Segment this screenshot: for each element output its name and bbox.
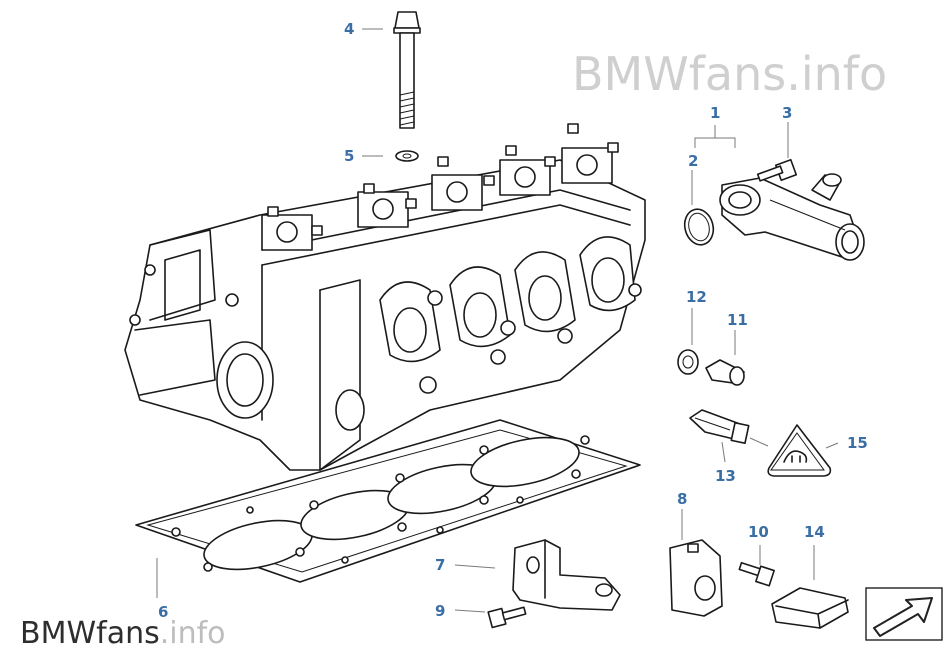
watermark-bottom-suffix: .info — [160, 616, 226, 651]
cylinder-head — [124, 123, 646, 471]
callout-7: 7 — [435, 556, 445, 574]
watermark-bottom: BMWfans.info — [20, 616, 226, 651]
callout-11: 11 — [727, 311, 748, 329]
callout-5: 5 — [344, 147, 354, 165]
seal-ring — [677, 349, 699, 375]
callout-2: 2 — [688, 152, 698, 170]
temperature-sensor — [689, 409, 750, 445]
next-page-button[interactable] — [865, 587, 943, 641]
callout-3: 3 — [782, 104, 792, 122]
thermostat-housing — [719, 173, 865, 261]
bracket-bolt — [487, 606, 527, 629]
bracket — [512, 539, 621, 611]
callout-10: 10 — [748, 523, 769, 541]
callout-6: 6 — [158, 603, 168, 621]
callout-8: 8 — [677, 490, 687, 508]
housing-screw — [756, 158, 798, 182]
callout-12: 12 — [686, 288, 707, 306]
watermark-top: BMWfans.info — [572, 47, 887, 101]
callouts: 4 5 1 3 2 12 11 15 13 8 10 14 7 9 6 — [158, 20, 868, 621]
plug-screw — [705, 359, 745, 386]
callout-9: 9 — [435, 602, 445, 620]
watermark-bottom-brand: BMWfans — [20, 616, 160, 651]
callout-14: 14 — [804, 523, 825, 541]
callout-1: 1 — [710, 104, 720, 122]
warning-label — [767, 424, 832, 477]
head-gasket — [135, 419, 641, 583]
bolt — [393, 11, 421, 129]
o-ring — [683, 208, 715, 246]
callout-4: 4 — [344, 20, 354, 38]
lifting-eye — [669, 539, 723, 617]
callout-13: 13 — [715, 467, 736, 485]
callout-15: 15 — [847, 434, 868, 452]
rubber-block — [771, 587, 849, 629]
washer — [395, 150, 419, 162]
lifting-eye-bolt — [738, 561, 775, 587]
leader-lines — [156, 28, 839, 613]
next-page-arrow-icon — [873, 597, 933, 637]
